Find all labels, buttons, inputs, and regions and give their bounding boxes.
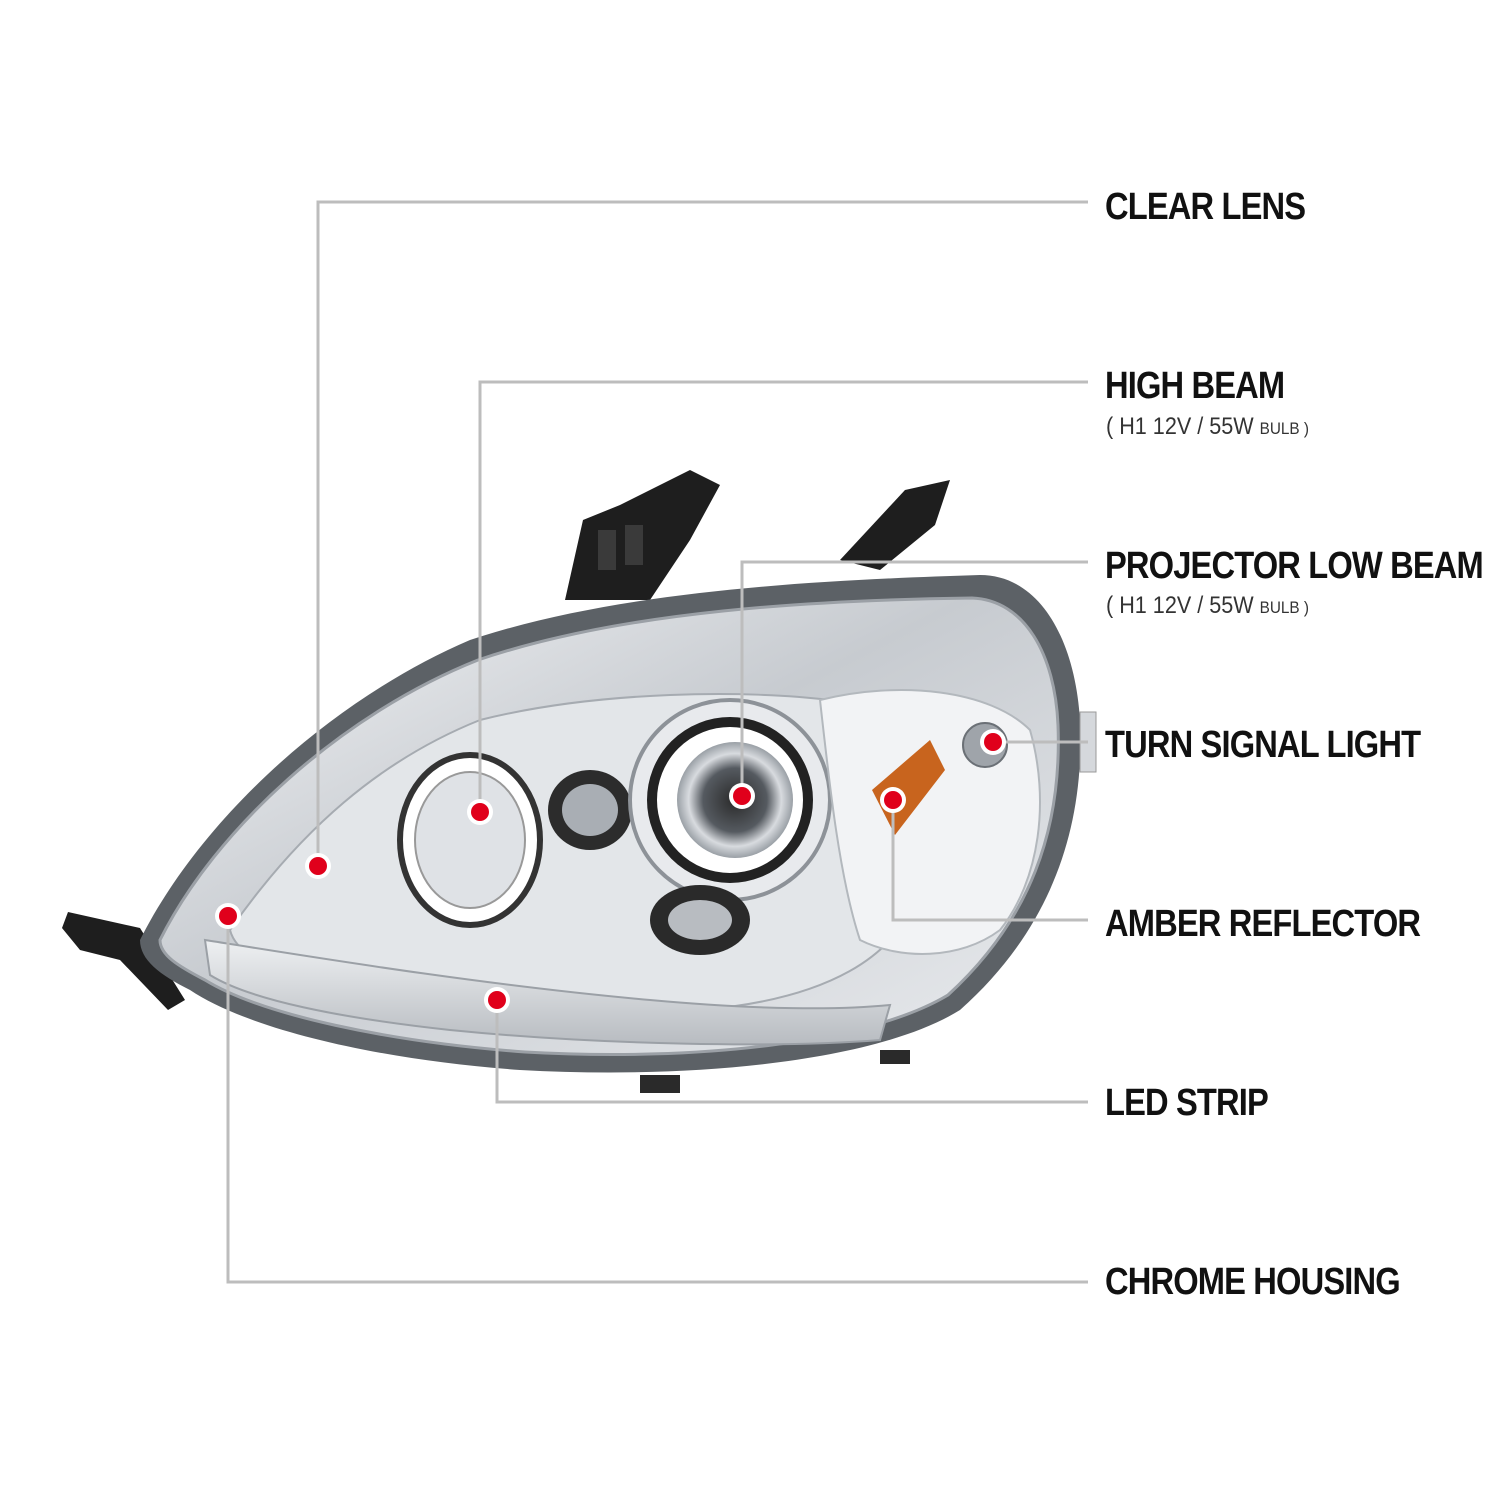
callout-label-amber-reflector: AMBER REFLECTOR (1105, 903, 1421, 945)
callout-markers (215, 729, 1006, 1013)
callout-label-chrome-housing: CHROME HOUSING (1105, 1261, 1401, 1303)
callout-spec-projector-low-beam: ( H1 12V / 55W BULB ) (1106, 594, 1309, 618)
high-beam-reflector (397, 752, 632, 928)
callout-label-turn-signal-light: TURN SIGNAL LIGHT (1105, 724, 1421, 766)
leader-line-chrome-housing (226, 916, 1088, 1284)
leader-line-high-beam (478, 380, 1088, 812)
marker-dot-clear-lens (309, 857, 327, 875)
leader-line-led-strip (495, 1000, 1088, 1104)
marker-dot-high-beam (471, 803, 489, 821)
leader-line-projector-low-beam (740, 560, 1088, 796)
callout-spec-high-beam: ( H1 12V / 55W BULB ) (1106, 415, 1309, 439)
callout-leader-lines (226, 200, 1088, 1284)
callout-label-clear-lens: CLEAR LENS (1105, 186, 1306, 228)
marker-dot-chrome-housing (219, 907, 237, 925)
mounting-bracket-right (840, 480, 950, 570)
spec-low-beam-rating: ( H1 12V / 55W (1106, 592, 1254, 619)
leader-line-amber-reflector (891, 800, 1088, 922)
spec-low-beam-type: BULB ) (1259, 598, 1309, 617)
marker-dot-led-strip (488, 991, 506, 1009)
marker-dot-turn-signal-light (984, 733, 1002, 751)
led-strip-bar (203, 938, 892, 1046)
callout-label-led-strip: LED STRIP (1105, 1082, 1269, 1124)
mounting-tab-left (62, 912, 185, 1010)
leader-line-clear-lens (316, 200, 1088, 866)
marker-dot-projector-low-beam (733, 787, 751, 805)
spec-high-beam-rating: ( H1 12V / 55W (1106, 413, 1254, 440)
marker-dot-amber-reflector (884, 791, 902, 809)
mounting-bracket-left (565, 470, 720, 600)
spec-high-beam-type: BULB ) (1259, 419, 1309, 438)
callout-label-high-beam: HIGH BEAM (1105, 365, 1285, 407)
housing-bottom-tabs (640, 1050, 910, 1093)
callout-label-projector-low-beam: PROJECTOR LOW BEAM (1105, 545, 1484, 587)
